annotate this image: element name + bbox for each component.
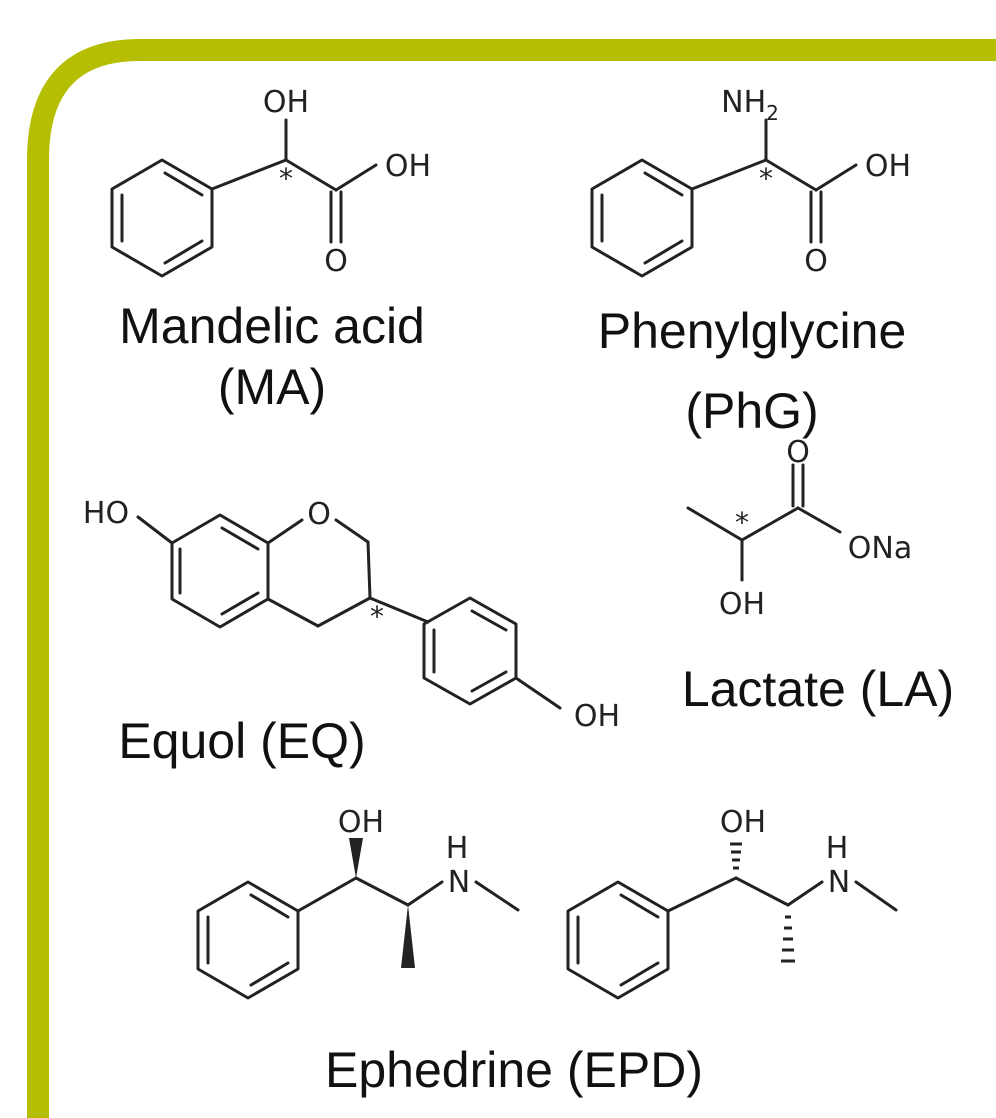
ephedrine-2-oh: OH — [720, 805, 766, 840]
ephedrine-2-n: N — [828, 865, 850, 900]
mandelic-stereo-marker: * — [279, 162, 293, 195]
ephedrine-2-hash-bond-methyl — [781, 915, 795, 963]
ephedrine-2-h: H — [826, 831, 849, 866]
mandelic-o-carbonyl: O — [324, 244, 348, 279]
equol-label: Equol (EQ) — [118, 713, 365, 769]
mandelic-oh-right: OH — [385, 149, 431, 184]
mandelic-acid-structure: OH OH O * — [110, 85, 431, 279]
ephedrine-1-h: H — [446, 831, 469, 866]
ephedrine-label: Ephedrine (EPD) — [325, 1042, 703, 1098]
equol-o-ring: O — [307, 497, 331, 532]
lactate-oh: OH — [719, 587, 765, 622]
lactate-structure: O ONa OH * — [686, 435, 912, 622]
equol-ho: HO — [83, 496, 129, 531]
phenylglycine-nh2: NH2 — [721, 85, 779, 125]
ephedrine-2-hash-bond-oh — [730, 842, 742, 870]
phenylglycine-structure: NH2 OH O * — [590, 85, 911, 279]
phenylglycine-stereo-marker: * — [759, 162, 773, 195]
equol-oh: OH — [574, 699, 620, 734]
lactate-label: Lactate (LA) — [682, 661, 954, 717]
phenylglycine-abbr: (PhG) — [685, 383, 818, 439]
mandelic-acid-abbr: (MA) — [218, 359, 326, 415]
panel-frame — [27, 39, 996, 1118]
ephedrine-structure-hash: OH H N — [566, 805, 898, 1000]
phenylglycine-o-carbonyl: O — [804, 244, 828, 279]
phenylglycine-oh-right: OH — [865, 149, 911, 184]
lactate-o-carbonyl: O — [786, 435, 810, 470]
mandelic-oh-top: OH — [263, 85, 309, 120]
ephedrine-1-n: N — [448, 865, 470, 900]
ephedrine-1-oh: OH — [338, 805, 384, 840]
equol-stereo-marker: * — [370, 600, 384, 633]
mandelic-acid-name: Mandelic acid — [119, 298, 425, 354]
ephedrine-structure-wedge: OH H N — [196, 805, 520, 1000]
phenylglycine-name: Phenylglycine — [598, 303, 907, 359]
equol-structure: HO O OH * — [83, 496, 620, 734]
lactate-ona: ONa — [848, 531, 912, 566]
lactate-stereo-marker: * — [735, 506, 749, 539]
